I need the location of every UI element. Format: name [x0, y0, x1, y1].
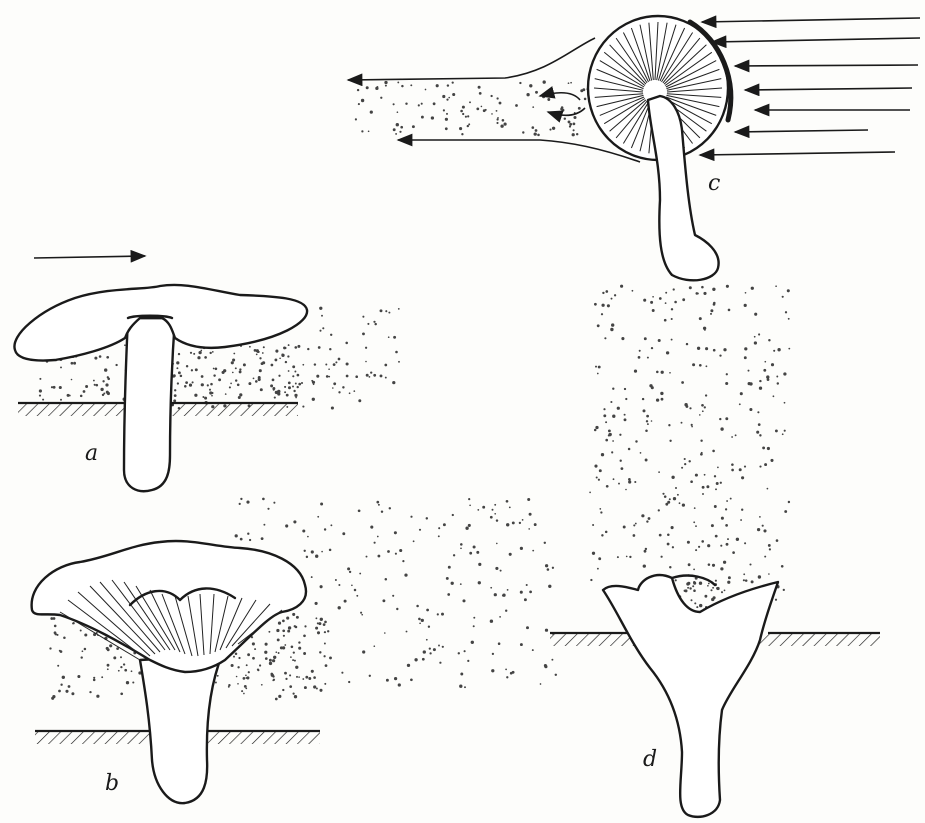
- stem-a: [124, 318, 175, 491]
- panel-b: b: [32, 541, 320, 803]
- body-d: [603, 575, 778, 817]
- wind-arrows-right: [700, 18, 920, 155]
- panel-label-a: a: [85, 441, 98, 466]
- panel-label-b: b: [105, 771, 119, 796]
- panel-label-c: c: [708, 171, 720, 196]
- panel-c: c: [348, 16, 920, 280]
- stem-b: [140, 655, 222, 803]
- panel-d: d: [550, 575, 880, 817]
- panel-a: a: [14, 256, 307, 491]
- panel-label-d: d: [643, 747, 657, 772]
- wind-arrow-a: [34, 256, 145, 258]
